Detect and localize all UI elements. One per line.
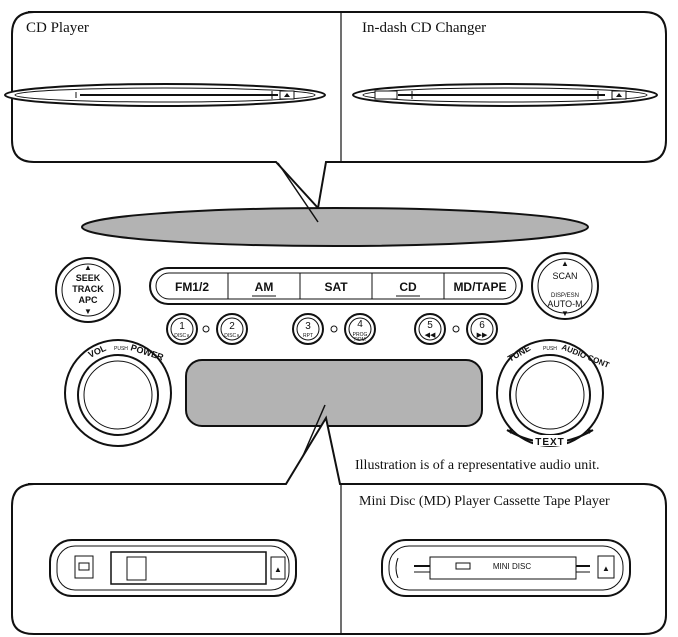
disp-esn-label: DISP/ESN <box>551 293 579 299</box>
preset-6-number: 6 <box>479 320 485 331</box>
cd-changer-label: In-dash CD Changer <box>362 20 487 36</box>
track-label: TRACK <box>72 284 104 294</box>
band-button-am[interactable]: AM <box>255 280 274 294</box>
preset-4-number: 4 <box>357 319 363 330</box>
mini-disc-slot: MINI DISC ▲ <box>381 539 631 597</box>
volume-power-knob[interactable]: VOL PUSH POWER <box>64 339 172 447</box>
cassette-tape-slot: ▲ <box>49 539 297 597</box>
seek-up-arrow: ▲ <box>84 263 92 272</box>
scan-label: SCAN <box>552 271 577 281</box>
preset-1-label: DISC∨ <box>174 333 190 339</box>
tune-push-label: PUSH <box>543 346 557 352</box>
band-button-sat[interactable]: SAT <box>324 280 348 294</box>
seek-down-arrow: ▼ <box>84 307 92 316</box>
cd-changer-slot <box>352 83 658 107</box>
seek-label: SEEK <box>76 273 101 283</box>
preset-button-5[interactable]: 5 ◀◀ <box>414 313 446 345</box>
tune-audio-knob[interactable]: TUNE PUSH AUDIO CONT TEXT <box>496 339 611 448</box>
band-button-fm12[interactable]: FM1/2 <box>175 280 209 294</box>
band-button-md-tape[interactable]: MD/TAPE <box>453 280 506 294</box>
cd-player-slot <box>4 83 326 107</box>
scan-up-arrow: ▲ <box>561 259 569 268</box>
apc-label: APC <box>78 295 98 305</box>
preset-button-6[interactable]: 6 ▶▶ <box>466 313 498 345</box>
md-tape-display <box>185 359 483 427</box>
preset-2-label: DISC∧ <box>224 333 240 339</box>
tape-eject-icon[interactable]: ▲ <box>274 565 282 574</box>
preset-button-1[interactable]: 1 DISC∨ <box>166 313 198 345</box>
bottom-callout-panel: ▲ MINI DISC ▲ <box>11 415 667 635</box>
preset-5-number: 5 <box>427 320 433 331</box>
vol-push-label: PUSH <box>114 346 128 352</box>
text-label: TEXT <box>535 437 565 448</box>
md-eject-icon[interactable]: ▲ <box>602 564 610 573</box>
auto-m-label: AUTO-M <box>547 299 582 309</box>
preset-button-2[interactable]: 2 DISC∧ <box>216 313 248 345</box>
rewind-icon: ◀◀ <box>425 332 436 339</box>
mini-disc-slot-label: MINI DISC <box>493 562 531 571</box>
md-cassette-label: Mini Disc (MD) Player Cassette Tape Play… <box>359 494 610 509</box>
top-callout-panel <box>4 11 667 211</box>
cd-slot-display <box>81 207 589 247</box>
representative-unit-caption: Illustration is of a representative audi… <box>355 458 600 473</box>
band-button-bar: FM1/2 AM SAT CD MD/TAPE <box>149 267 523 305</box>
preset-1-number: 1 <box>179 321 185 332</box>
head-unit: ▲ SEEK TRACK APC ▼ ▲ SCAN DISP/ESN AUTO-… <box>55 162 611 473</box>
fast-forward-icon: ▶▶ <box>477 332 488 339</box>
scan-knob[interactable]: ▲ SCAN DISP/ESN AUTO-M ▼ <box>531 252 599 320</box>
scan-down-arrow: ▼ <box>561 309 569 318</box>
cd-player-label: CD Player <box>26 20 89 36</box>
preset-3-label: RPT <box>303 333 313 339</box>
seek-track-knob[interactable]: ▲ SEEK TRACK APC ▼ <box>55 257 121 323</box>
band-button-cd[interactable]: CD <box>399 280 417 294</box>
preset-button-3[interactable]: 3 RPT <box>292 313 324 345</box>
preset-3-number: 3 <box>305 321 311 332</box>
preset-2-number: 2 <box>229 321 235 332</box>
